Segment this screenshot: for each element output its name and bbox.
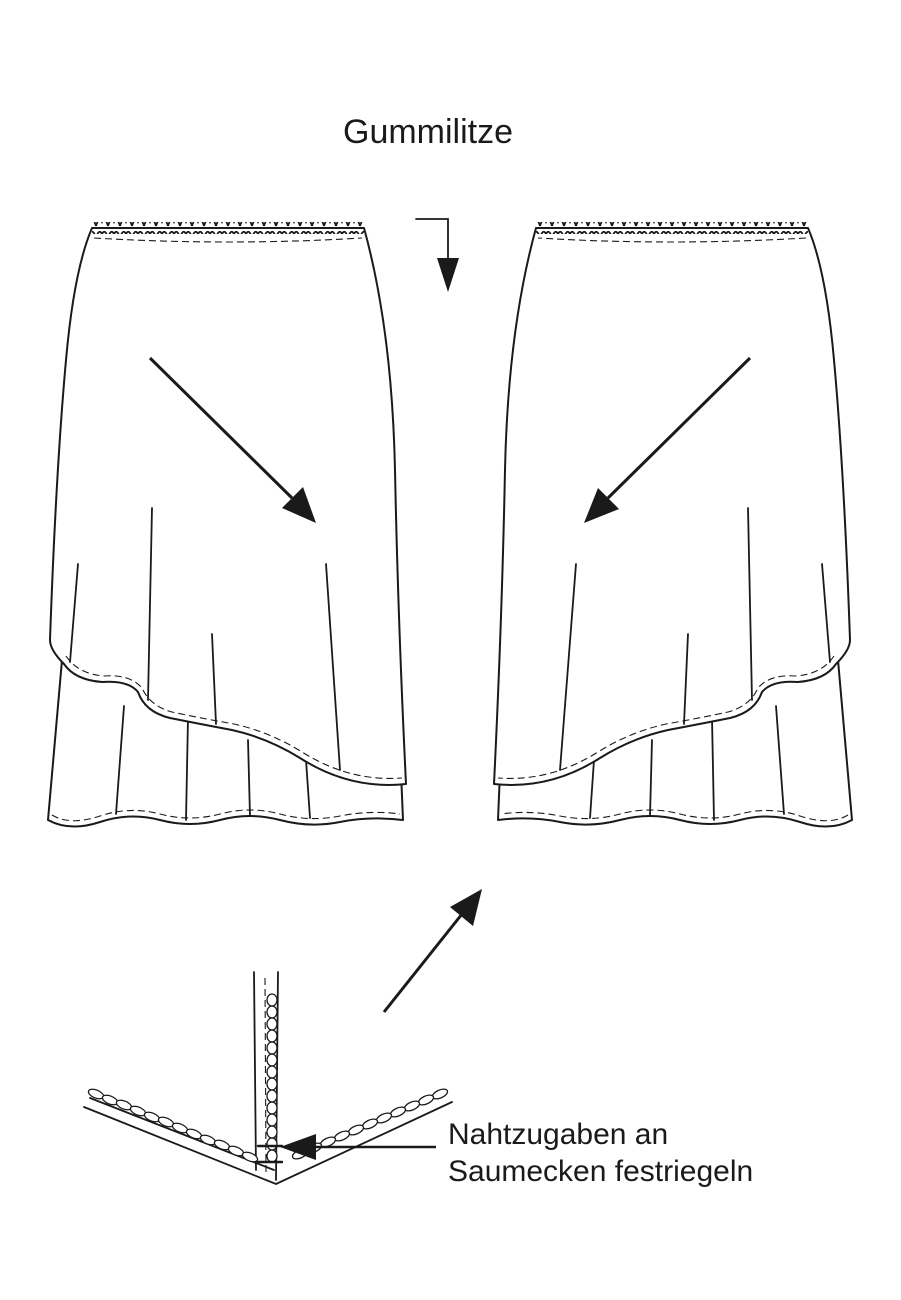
overlock-edge-left [87, 1088, 259, 1163]
arrow-icon [148, 356, 316, 523]
note-line-2: Saumecken festriegeln [448, 1155, 754, 1188]
skirt-left [47, 222, 407, 828]
hem-corner-detail [83, 971, 453, 1185]
arrow-icon [382, 889, 482, 1013]
overlock-edge-vertical [266, 993, 278, 1163]
arrow-icon [584, 356, 752, 523]
corner-arrow-icon [415, 218, 459, 292]
skirt-right [493, 222, 853, 828]
skirt-left-mainlayer [49, 227, 407, 786]
elastic-label: Gummilitze [343, 113, 514, 151]
arrow-icon [280, 1134, 436, 1160]
skirt-right-mainlayer [493, 227, 851, 786]
note-line-1: Nahtzugaben an [448, 1118, 669, 1151]
